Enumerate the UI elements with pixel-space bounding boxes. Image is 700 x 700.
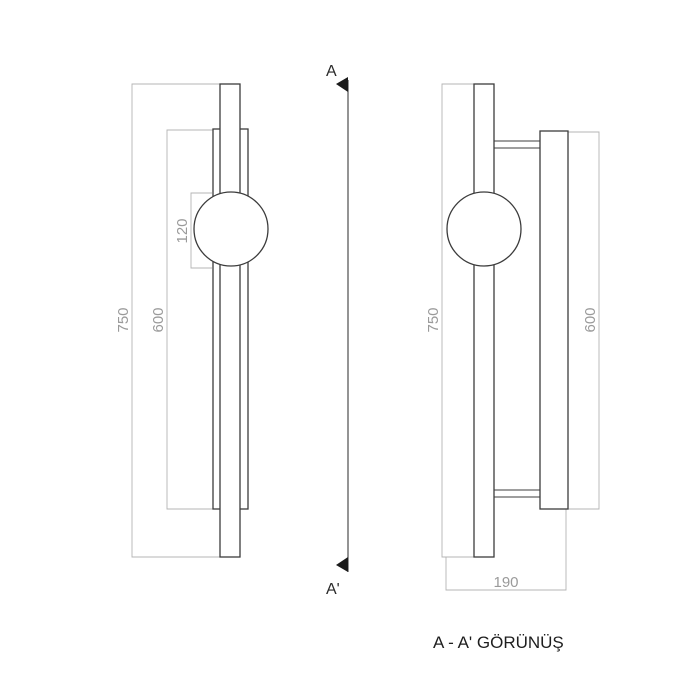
front-dim-120-lines [190,192,212,269]
side-dim-600-label: 600 [582,307,599,332]
side-dim-750-label: 750 [425,307,442,332]
side-view: 750 600 190 [425,83,600,591]
side-vertical-bar [473,83,495,558]
section-marker-top: A [326,63,337,80]
side-globe [446,191,522,267]
section-marker-bottom: A' [326,581,340,598]
side-dim-190-label: 190 [493,574,518,591]
side-dim-750-lines [441,83,474,558]
side-dim-600-lines [568,131,600,510]
side-wall-plate [539,130,569,510]
section-arrow-top-icon [336,77,348,92]
front-view: 750 600 120 [115,83,269,558]
front-dim-120-label: 120 [174,218,191,243]
front-dim-600-lines [166,129,216,510]
front-dim-600-label: 600 [150,307,167,332]
side-dim-190-lines [445,509,567,591]
view-caption: A - A' GÖRÜNÜŞ [433,633,564,652]
section-line: A A' [326,63,349,598]
front-dim-750-lines [131,83,220,558]
front-vertical-bar [219,83,241,558]
section-arrow-bottom-icon [336,557,348,572]
front-globe [193,191,269,267]
front-dim-750-label: 750 [115,307,132,332]
